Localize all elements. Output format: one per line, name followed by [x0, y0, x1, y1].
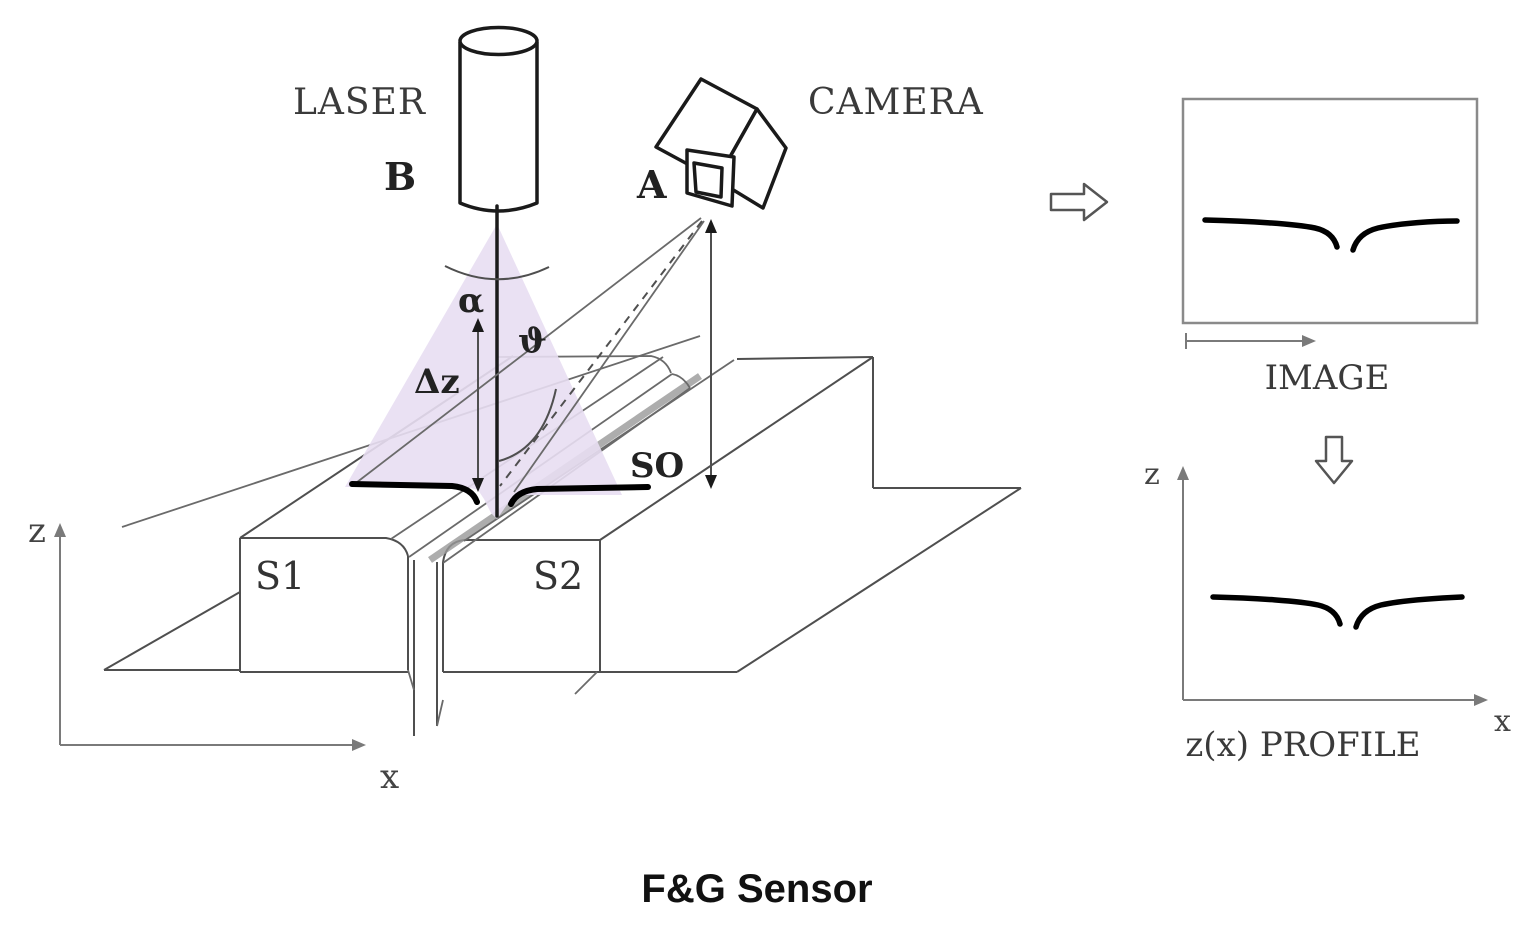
- image-profile-right: [1350, 218, 1460, 253]
- s2-label: S2: [533, 554, 583, 598]
- laser-stripe-left: [349, 481, 480, 505]
- s1-far-end-edge: [496, 355, 672, 374]
- z-axis-arrowhead: [54, 523, 66, 537]
- seam-so-label: SO: [630, 446, 684, 486]
- camera-label: CAMERA: [808, 82, 984, 123]
- angle-annotations: α ϑ Δz SO: [414, 265, 684, 492]
- delta-z-up-head: [472, 318, 484, 332]
- scene-axes: z x: [28, 511, 399, 797]
- laser-device: LASER B: [293, 25, 539, 518]
- laser-label: LASER: [293, 82, 426, 123]
- s2-far-end-top: [736, 356, 874, 360]
- profile-curve-left: [1210, 594, 1343, 627]
- groove-shoulder-cap: [671, 373, 691, 389]
- profile-curve-right: [1353, 594, 1465, 630]
- theta-arc: [498, 388, 557, 462]
- s1-label: S1: [255, 554, 305, 598]
- camera-arrow-down-head: [705, 475, 717, 489]
- camera-sight-lines: [351, 217, 717, 493]
- result-panels: IMAGE z x z(x) PROFILE: [1049, 97, 1511, 765]
- camera-optical-axis-dashed: [499, 220, 703, 487]
- scene-to-image-arrow-icon: [1049, 182, 1109, 222]
- delta-z-label: Δz: [414, 362, 460, 402]
- s1-endface-top: [240, 537, 409, 557]
- laser-stripe: [349, 481, 651, 507]
- laser-cylinder-body: [458, 42, 539, 213]
- profile-z-label: z: [1144, 457, 1160, 492]
- profile-x-label: x: [1494, 704, 1511, 739]
- s2-corner-foot: [574, 671, 598, 695]
- fov-edge-right: [513, 220, 705, 493]
- scene-3d: z x: [28, 25, 1022, 797]
- profile-x-arrowhead: [1474, 694, 1488, 706]
- image-frame: [1181, 97, 1479, 325]
- z-axis-label: z: [28, 511, 46, 551]
- theta-label: ϑ: [518, 321, 547, 361]
- camera-device: CAMERA A: [636, 77, 984, 210]
- alpha-arc: [444, 265, 550, 281]
- laser-stripe-right: [508, 484, 651, 507]
- ground-left-edge: [103, 591, 241, 671]
- profile-panel-label: z(x) PROFILE: [1185, 725, 1420, 765]
- profile-panel: z x z(x) PROFILE: [1144, 457, 1511, 765]
- laser-point-label: B: [384, 154, 416, 199]
- profile-z-arrowhead: [1177, 466, 1189, 480]
- image-panel: IMAGE: [1181, 97, 1479, 398]
- image-to-profile-arrow-icon: [1314, 435, 1354, 485]
- laser-fan-sheet: [345, 224, 622, 519]
- image-profile-left: [1202, 217, 1340, 250]
- fov-edge-left: [351, 217, 702, 487]
- figure-caption: F&G Sensor: [641, 867, 872, 911]
- image-scan-arrow-line: [1185, 333, 1312, 349]
- laser-cylinder-top: [458, 25, 539, 57]
- x-axis-label: x: [380, 757, 399, 797]
- ground-right-front-edge: [736, 487, 1022, 673]
- camera-lens-icon: [692, 161, 724, 199]
- alpha-label: α: [458, 281, 484, 321]
- camera-arrow-up-head: [705, 219, 717, 233]
- delta-z-down-head: [472, 478, 484, 492]
- s2-topface-right-edge: [599, 356, 874, 541]
- camera-point-label: A: [636, 162, 667, 207]
- groove-wall-feet: [407, 669, 444, 727]
- x-axis-arrowhead: [352, 739, 366, 751]
- image-scan-arrowhead: [1302, 335, 1316, 347]
- image-panel-label: IMAGE: [1265, 358, 1390, 398]
